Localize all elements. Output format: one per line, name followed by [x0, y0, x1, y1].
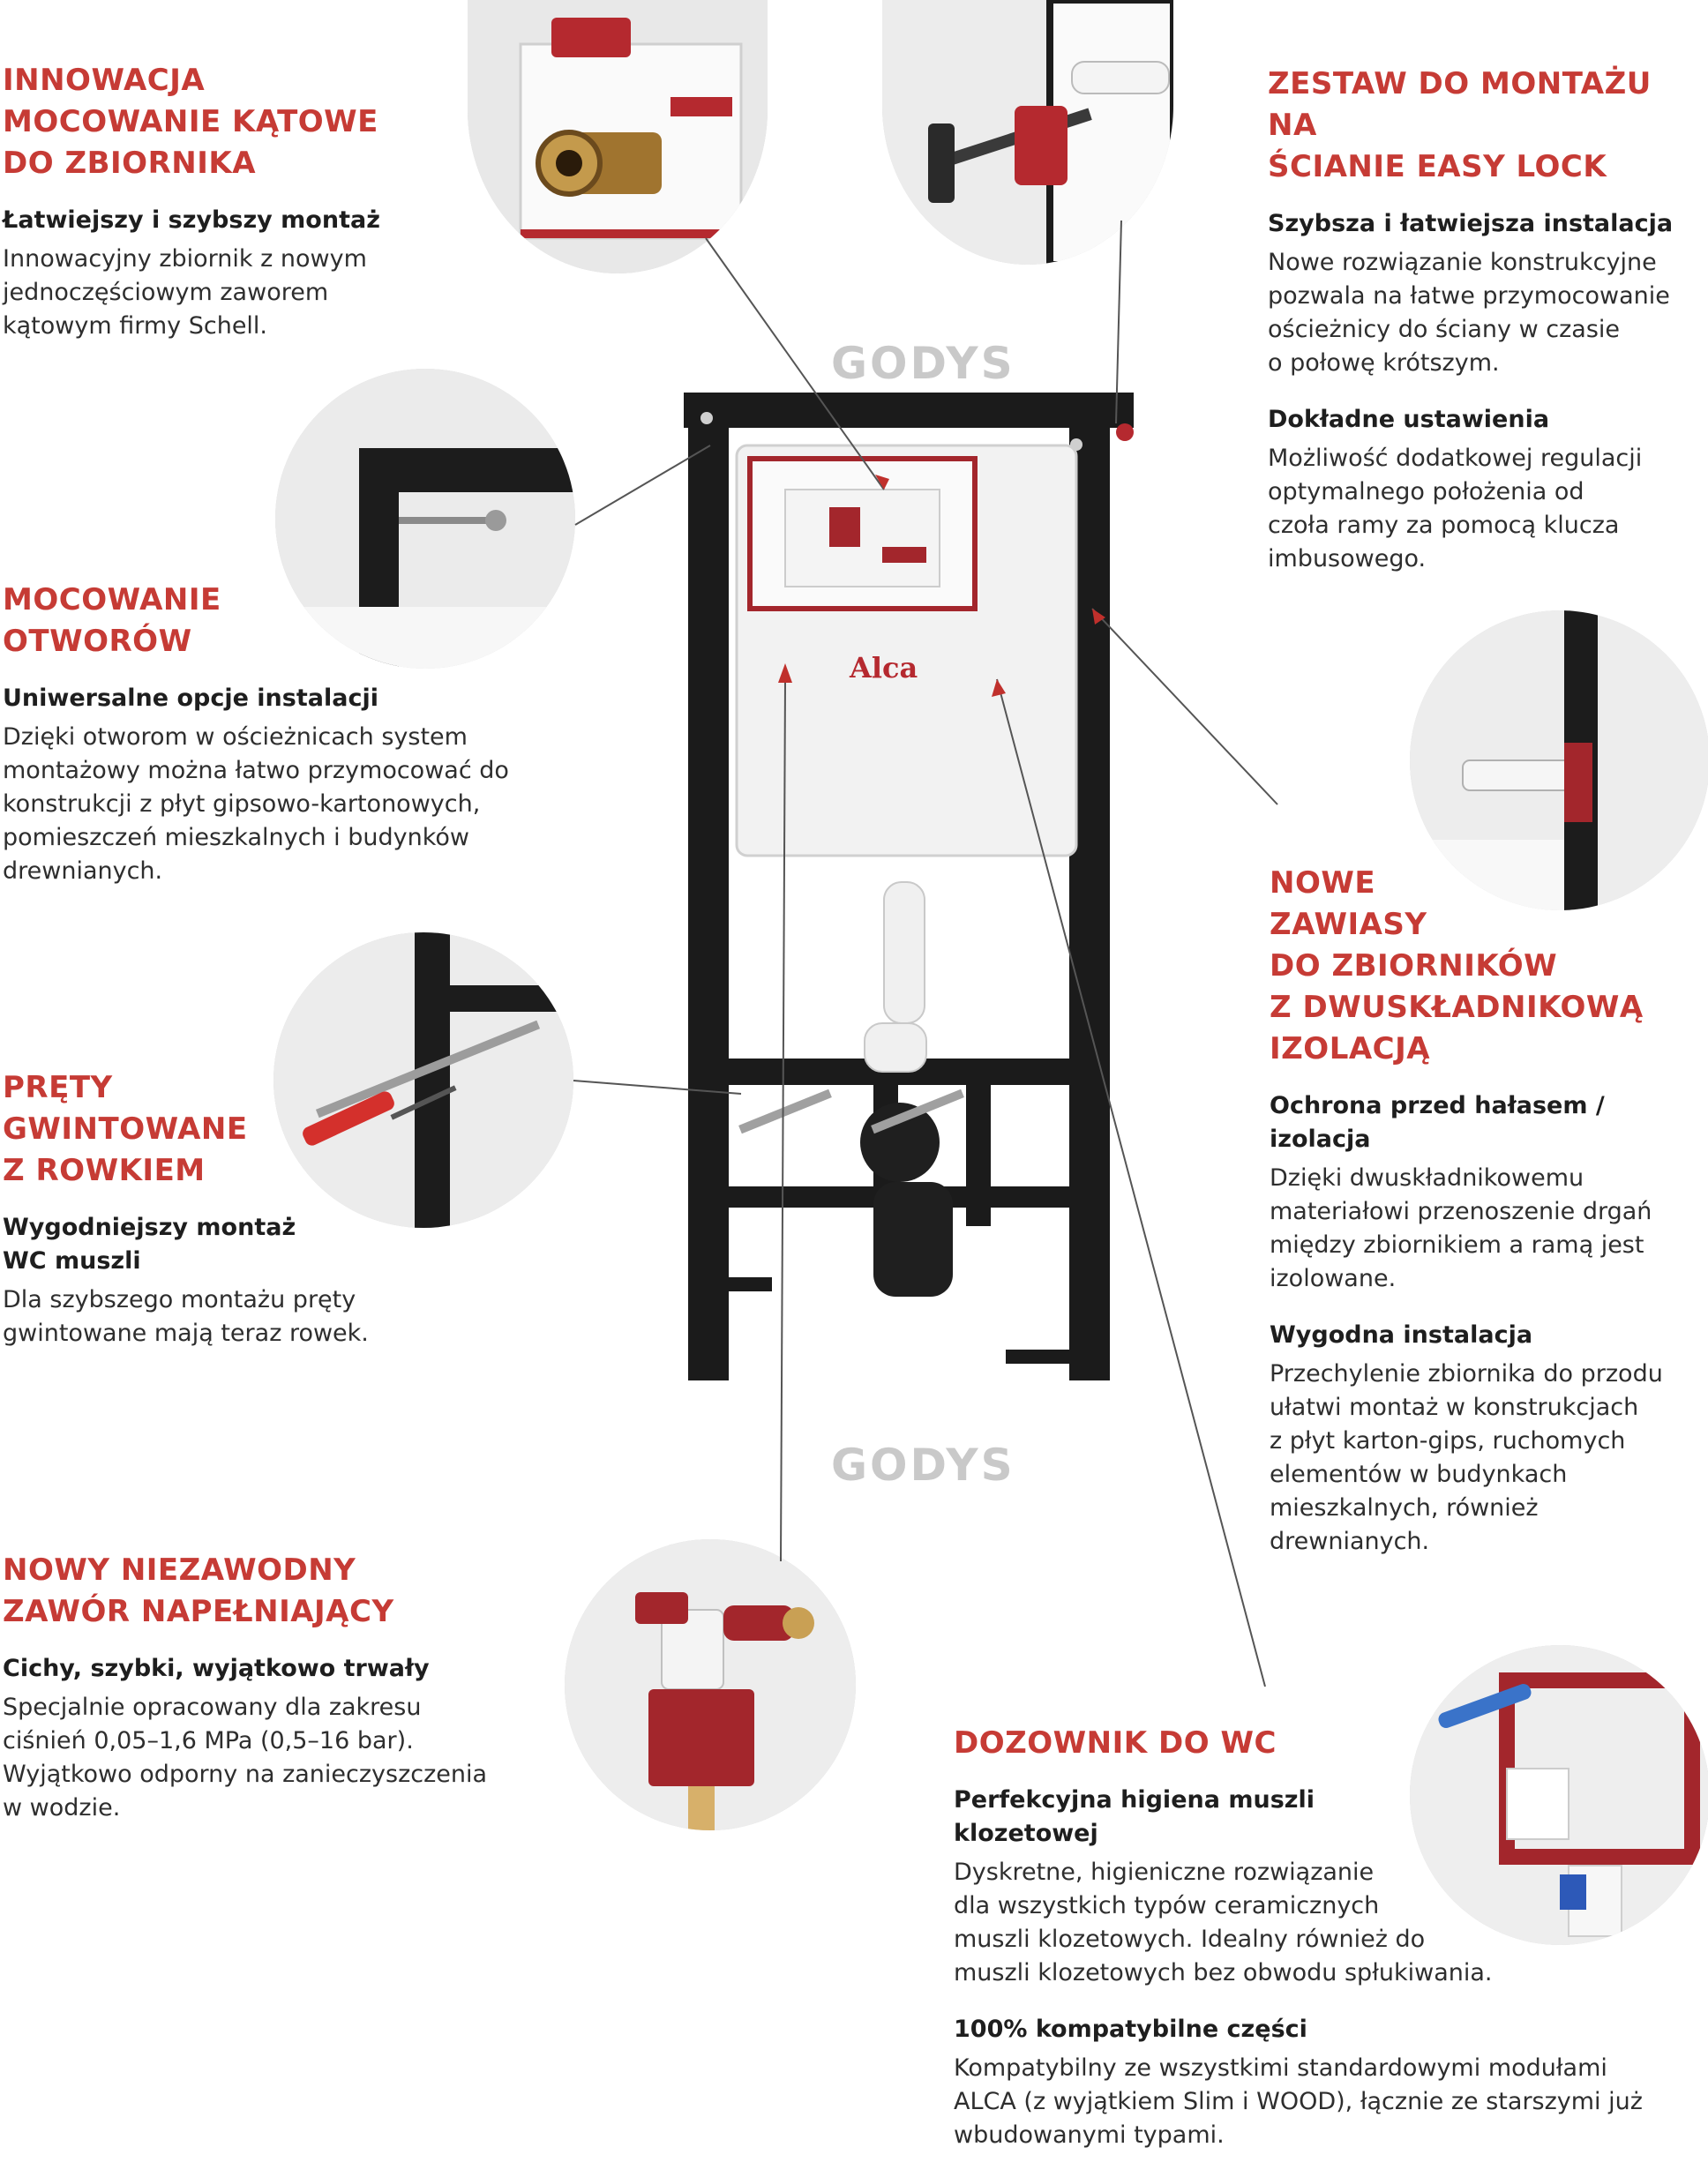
- section-subtitle: Cichy, szybki, wyjątkowo trwały: [3, 1655, 430, 1682]
- detail-holes: [275, 369, 575, 669]
- detail-fill-valve: [565, 1539, 856, 1830]
- section-subtitle: Wygodniejszy montaż WC muszli: [3, 1214, 296, 1275]
- section-subtitle: Perfekcyjna higiena muszli klozetowej: [954, 1786, 1315, 1847]
- section-holes: MOCOWANIE OTWORÓW Uniwersalne opcje inst…: [3, 580, 550, 911]
- detail-angle-valve: [468, 0, 768, 273]
- section-text: Nowe rozwiązanie konstrukcyjne pozwala n…: [1268, 249, 1670, 377]
- hinges-illustration: [1410, 610, 1708, 910]
- section-text: Dyskretne, higieniczne rozwiązanie dla w…: [954, 1859, 1493, 1986]
- section-text: Kompatybilny ze wszystkimi standardowymi…: [954, 2054, 1643, 2149]
- watermark-top: GODYS: [831, 338, 1015, 389]
- section-heading: MOCOWANIE OTWORÓW: [3, 582, 221, 659]
- holes-illustration: [275, 369, 575, 669]
- section-subtitle: Ochrona przed hałasem / izolacja: [1270, 1092, 1605, 1153]
- section-text: Specjalnie opracowany dla zakresu ciśnie…: [3, 1694, 488, 1822]
- detail-dispenser: [1410, 1645, 1708, 1945]
- detail-rods: [273, 932, 573, 1228]
- section-text: Dzięki otworom w ościeżnicach system mon…: [3, 723, 509, 885]
- section-subtitle: Łatwiejszy i szybszy montaż: [3, 206, 380, 234]
- section-subtitle: Uniwersalne opcje instalacji: [3, 685, 378, 712]
- section-rods: PRĘTY GWINTOWANE Z ROWKIEM Wygodniejszy …: [3, 1067, 426, 1373]
- section-text: Dzięki dwuskładnikowemu materiałowi prze…: [1270, 1164, 1652, 1292]
- section-subtitle: 100% kompatybilne części: [954, 2016, 1307, 2043]
- section-text: Innowacyjny zbiornik z nowym jednoczęści…: [3, 245, 367, 340]
- section-heading: INNOWACJA MOCOWANIE KĄTOWE DO ZBIORNIKA: [3, 63, 378, 181]
- section-heading: NOWE ZAWIASY DO ZBIORNIKÓW Z DWUSKŁADNIK…: [1270, 865, 1644, 1066]
- rods-illustration: [273, 932, 573, 1228]
- brand-logo: Alca: [850, 651, 918, 685]
- section-heading: ZESTAW DO MONTAŻU NA ŚCIANIE EASY LOCK: [1268, 66, 1652, 184]
- section-text: Dla szybszego montażu pręty gwintowane m…: [3, 1286, 369, 1347]
- section-subtitle: Wygodna instalacja: [1270, 1321, 1533, 1349]
- angle-valve-illustration: [468, 0, 768, 273]
- section-subtitle: Dokładne ustawienia: [1268, 406, 1550, 433]
- section-heading: PRĘTY GWINTOWANE Z ROWKIEM: [3, 1070, 248, 1188]
- watermark-bottom: GODYS: [831, 1440, 1015, 1491]
- section-hinges: NOWE ZAWIASY DO ZBIORNIKÓW Z DWUSKŁADNIK…: [1270, 863, 1707, 1582]
- fill-valve-illustration: [565, 1539, 856, 1830]
- section-angle-mount: INNOWACJA MOCOWANIE KĄTOWE DO ZBIORNIKA …: [3, 60, 461, 366]
- section-heading: DOZOWNIK DO WC: [954, 1725, 1277, 1761]
- detail-hinges: [1410, 610, 1708, 910]
- section-subtitle: Szybsza i łatwiejsza instalacja: [1268, 210, 1674, 237]
- dispenser-illustration: [1410, 1645, 1708, 1945]
- section-dispenser: DOZOWNIK DO WC Perfekcyjna higiena muszl…: [954, 1723, 1705, 2175]
- section-text: Możliwość dodatkowej regulacji optymalne…: [1268, 445, 1643, 572]
- section-text: Przechylenie zbiornika do przodu ułatwi …: [1270, 1360, 1663, 1555]
- section-heading: NOWY NIEZAWODNY ZAWÓR NAPEŁNIAJĄCY: [3, 1552, 394, 1629]
- section-valve: NOWY NIEZAWODNY ZAWÓR NAPEŁNIAJĄCY Cichy…: [3, 1550, 532, 1848]
- section-easy-lock: ZESTAW DO MONTAŻU NA ŚCIANIE EASY LOCK S…: [1268, 64, 1705, 599]
